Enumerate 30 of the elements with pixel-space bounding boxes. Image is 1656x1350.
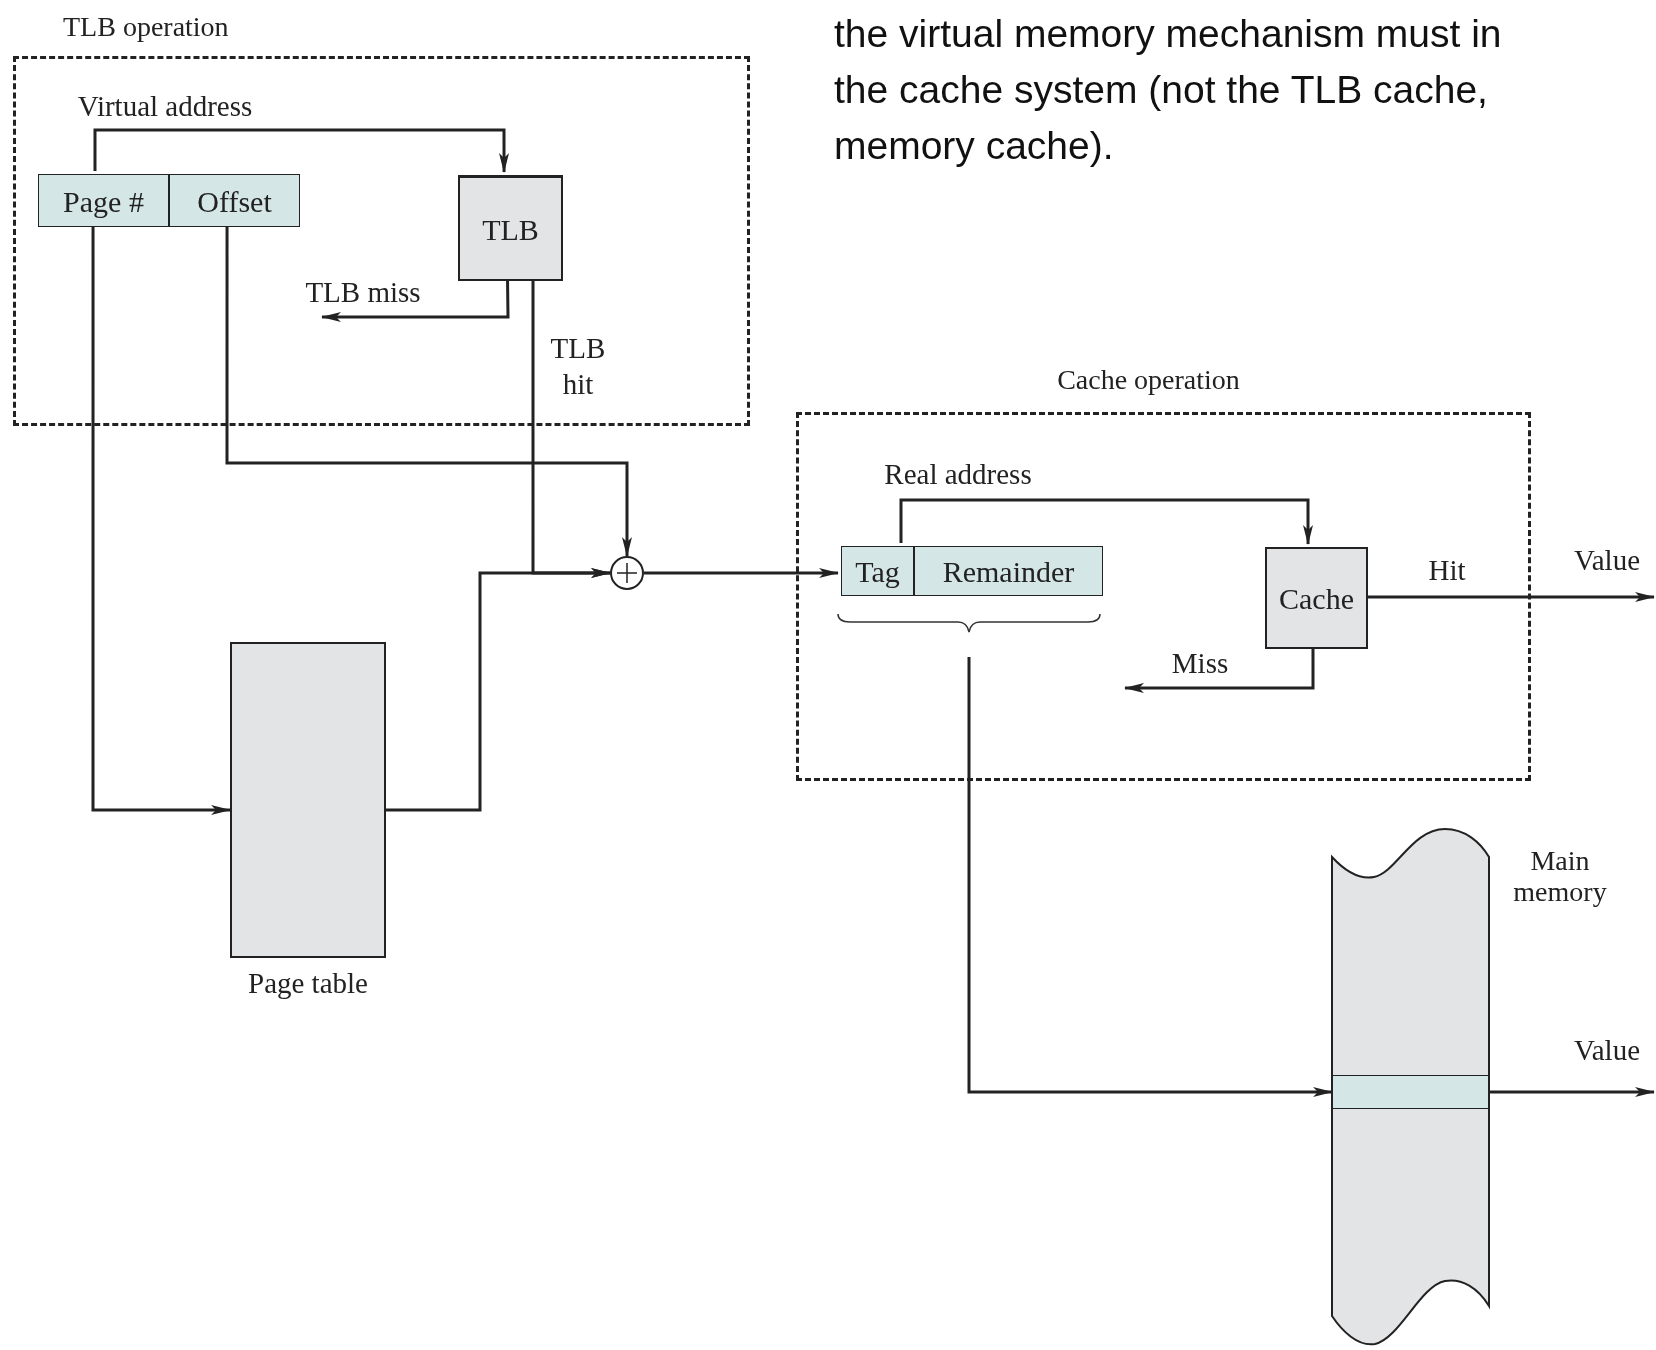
box-label: Remainder [941,554,1076,588]
output-label: Value [1560,1035,1654,1095]
group-heading: TLB operation [63,12,229,43]
address-field [841,546,914,596]
box-label: TLB [481,212,540,245]
adder-circle [610,556,644,590]
box-label: Offset [196,184,273,217]
process-box [1265,547,1368,649]
note-text: the virtual memory mechanism must in [834,12,1502,56]
memory-row [1332,1075,1489,1109]
box-caption: Main memory [1512,846,1608,908]
edge-label: TLB hit [549,330,607,402]
note-text: memory cache). [834,124,1114,168]
box-label: Tag [854,554,901,588]
arrow [93,128,509,173]
arrow [1489,1087,1655,1097]
address-field [169,174,300,227]
arrow [644,568,839,578]
arrow [386,568,611,812]
box-label: Page # [62,184,145,217]
arrow [967,657,1333,1097]
group-heading: Cache operation [1056,365,1241,396]
arrow [899,498,1313,545]
box-caption: Page table [247,968,369,1000]
box-label: Cache [1278,581,1355,615]
process-box [458,175,563,281]
note-text: the cache system (not the TLB cache, [834,68,1488,112]
address-field [38,174,169,227]
output-label: Value [1560,545,1654,601]
address-field [914,546,1103,596]
